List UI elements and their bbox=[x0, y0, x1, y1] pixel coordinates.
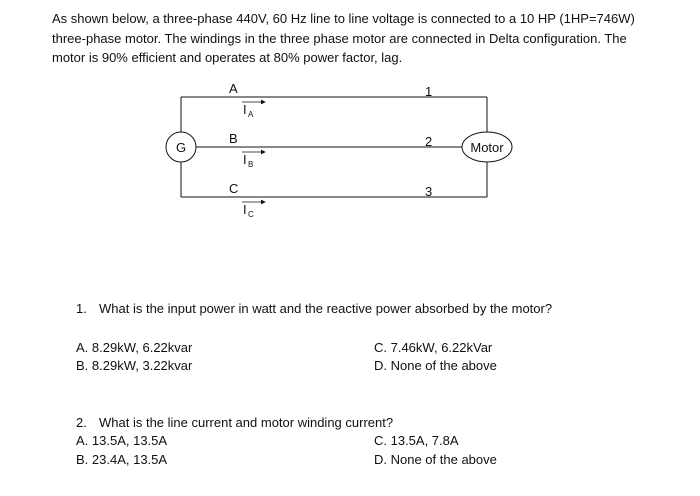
motor-label: Motor bbox=[470, 140, 504, 155]
question-2-number: 2. bbox=[76, 415, 87, 430]
terminal-label-1: 1 bbox=[425, 84, 432, 99]
problem-statement: As shown below, a three-phase 440V, 60 H… bbox=[52, 9, 652, 68]
current-ib: I B bbox=[242, 149, 266, 169]
question-1-option-d: D. None of the above bbox=[374, 358, 497, 373]
question-2-option-d: D. None of the above bbox=[374, 452, 497, 467]
current-sub-a: A bbox=[248, 110, 254, 119]
current-label-c: I bbox=[243, 202, 247, 217]
current-label-b: I bbox=[243, 152, 247, 167]
question-1-option-b: B. 8.29kW, 3.22kvar bbox=[76, 358, 193, 373]
intro-line-3: motor is 90% efficient and operates at 8… bbox=[52, 50, 403, 65]
intro-line-2: three-phase motor. The windings in the t… bbox=[52, 30, 627, 46]
phase-label-b: B bbox=[229, 131, 238, 146]
question-1-number: 1. bbox=[76, 301, 87, 316]
question-2-option-a: A. 13.5A, 13.5A bbox=[76, 433, 168, 448]
question-1-option-c: C. 7.46kW, 6.22kVar bbox=[374, 340, 493, 355]
intro-line-1: As shown below, a three-phase 440V, 60 H… bbox=[52, 11, 635, 26]
question-1-option-a: A. 8.29kW, 6.22kvar bbox=[76, 340, 193, 355]
current-ia: I A bbox=[242, 99, 266, 119]
phase-label-a: A bbox=[229, 81, 238, 96]
question-1-text: What is the input power in watt and the … bbox=[99, 301, 553, 316]
phase-label-c: C bbox=[229, 181, 238, 196]
question-2-option-c: C. 13.5A, 7.8A bbox=[374, 433, 459, 448]
current-label-a: I bbox=[243, 102, 247, 117]
terminal-label-2: 2 bbox=[425, 134, 432, 149]
current-sub-c: C bbox=[248, 210, 254, 219]
current-ic: I C bbox=[242, 199, 266, 219]
motor-symbol bbox=[461, 131, 513, 163]
terminal-label-3: 3 bbox=[425, 184, 432, 199]
question-2-text: What is the line current and motor windi… bbox=[99, 415, 394, 430]
question-2-option-b: B. 23.4A, 13.5A bbox=[76, 452, 168, 467]
generator-label: G bbox=[176, 140, 186, 155]
current-sub-b: B bbox=[248, 160, 253, 169]
